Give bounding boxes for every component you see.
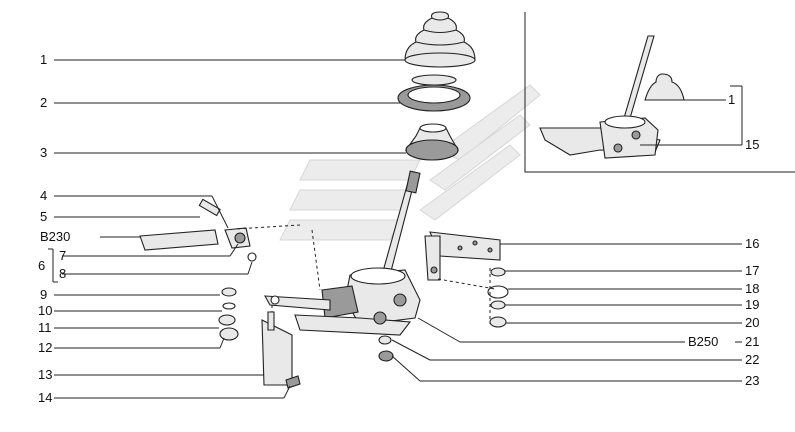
callout-10: 10	[38, 303, 52, 318]
part-9-12-washers	[218, 287, 239, 341]
callout-3: 3	[40, 145, 47, 160]
part-22-23-nuts	[378, 335, 394, 362]
part-linkage-rod	[139, 198, 257, 262]
callout-22: 22	[745, 352, 759, 367]
part-13-14-bracket	[261, 311, 301, 389]
callout-19: 19	[745, 297, 759, 312]
inset-callout-15: 15	[745, 137, 759, 152]
callout-1: 1	[40, 52, 47, 67]
callout-9: 9	[40, 287, 47, 302]
part-2-ring	[397, 74, 471, 112]
callout-labels: 1 2 3 4 5 B230 7 6 8 9 10 11 12 13 14 16…	[38, 52, 759, 405]
callout-20: 20	[745, 315, 759, 330]
callout-5: 5	[40, 209, 47, 224]
callout-b230: B230	[40, 229, 70, 244]
callout-21: 21	[745, 334, 759, 349]
inset-assembly	[539, 35, 685, 159]
callout-12: 12	[38, 340, 52, 355]
callout-11: 11	[38, 320, 52, 335]
watermark-logo	[279, 84, 541, 241]
callout-13: 13	[38, 367, 52, 382]
callout-8: 8	[59, 266, 66, 281]
part-16-bracket	[424, 231, 501, 281]
callout-6: 6	[38, 258, 45, 273]
part-17-20-mounts	[487, 267, 509, 328]
callout-23: 23	[745, 373, 759, 388]
part-3-inner-boot	[404, 123, 459, 161]
part-shift-housing	[264, 267, 421, 336]
callout-2: 2	[40, 95, 47, 110]
inset-frame	[524, 12, 795, 173]
part-1-boot	[404, 11, 476, 68]
leader-lines	[48, 59, 743, 399]
callout-14: 14	[38, 390, 52, 405]
callout-16: 16	[745, 236, 759, 251]
callout-b250: B250	[688, 334, 718, 349]
callout-7: 7	[59, 248, 66, 263]
callout-18: 18	[745, 281, 759, 296]
part-gear-lever	[381, 170, 421, 276]
callout-17: 17	[745, 263, 759, 278]
inset-callout-1: 1	[728, 92, 735, 107]
callout-4: 4	[40, 188, 47, 203]
